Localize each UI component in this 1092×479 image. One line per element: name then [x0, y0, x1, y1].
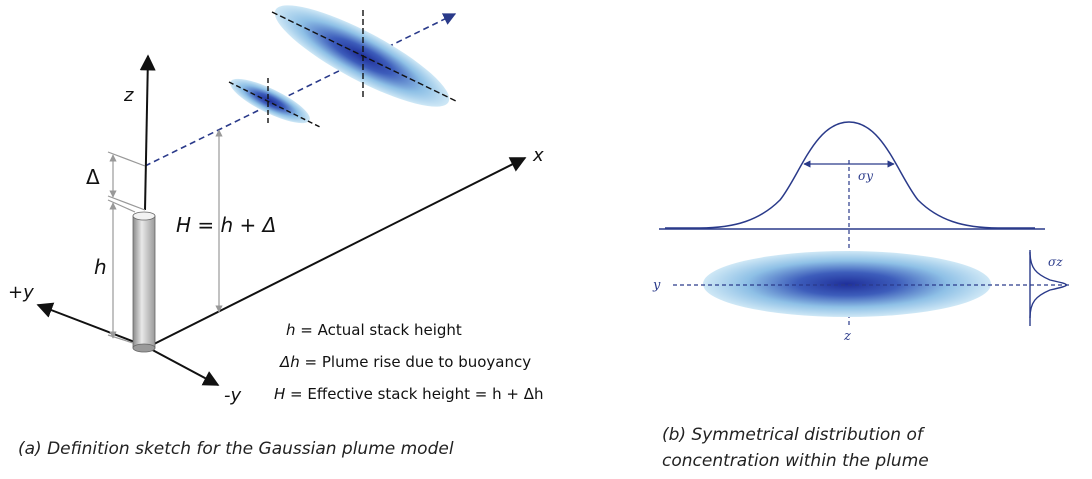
plume-centerline: [144, 13, 457, 167]
delta-label: Δ: [86, 165, 100, 189]
large-plume-crosshair: [271, 10, 457, 102]
z-axis: [139, 54, 156, 211]
small-plume-crosshair: [228, 78, 323, 129]
legend: h = Actual stack height Δh = Plume rise …: [274, 321, 543, 403]
h-label: h: [94, 255, 107, 279]
plus-y-axis: [36, 302, 146, 347]
panel-b-caption-line-1: (b) Symmetrical distribution of: [662, 425, 926, 445]
dimension-lines: [107, 129, 223, 344]
minus-y-axis-label: -y: [224, 385, 241, 406]
panel-b-caption-line-2: concentration within the plume: [662, 451, 929, 471]
legend-line-3: H = Effective stack height = h + Δh: [274, 385, 543, 403]
x-axis: [149, 157, 527, 347]
panel-b-distribution: σy y z σz (b) Symmetrical distribution o…: [652, 121, 1072, 471]
z-axis-label: z: [123, 85, 134, 106]
gaussian-curve-sigma-z: [1029, 251, 1068, 319]
effective-height-label: H = h + Δ: [176, 213, 276, 237]
sigma-z-label: σz: [1048, 255, 1063, 269]
plume-cross-section-small: [230, 78, 310, 124]
x-axis-label: x: [532, 145, 544, 166]
minus-y-axis: [144, 345, 220, 386]
sigma-y-label: σy: [858, 169, 873, 183]
plus-y-axis-label: +y: [8, 282, 34, 303]
panel-a-caption: (a) Definition sketch for the Gaussian p…: [18, 439, 454, 459]
z-axis-label-b: z: [843, 329, 851, 344]
plume-concentration-ellipse: [703, 251, 991, 317]
legend-line-1: h = Actual stack height: [286, 321, 462, 339]
panel-a-sketch: z x +y -y Δ h H =: [8, 5, 544, 459]
y-axis-label: y: [652, 278, 661, 293]
stack-chimney: [132, 211, 156, 353]
gaussian-curve-sigma-y: [665, 121, 1035, 229]
legend-line-2: Δh = Plume rise due to buoyancy: [279, 353, 531, 371]
